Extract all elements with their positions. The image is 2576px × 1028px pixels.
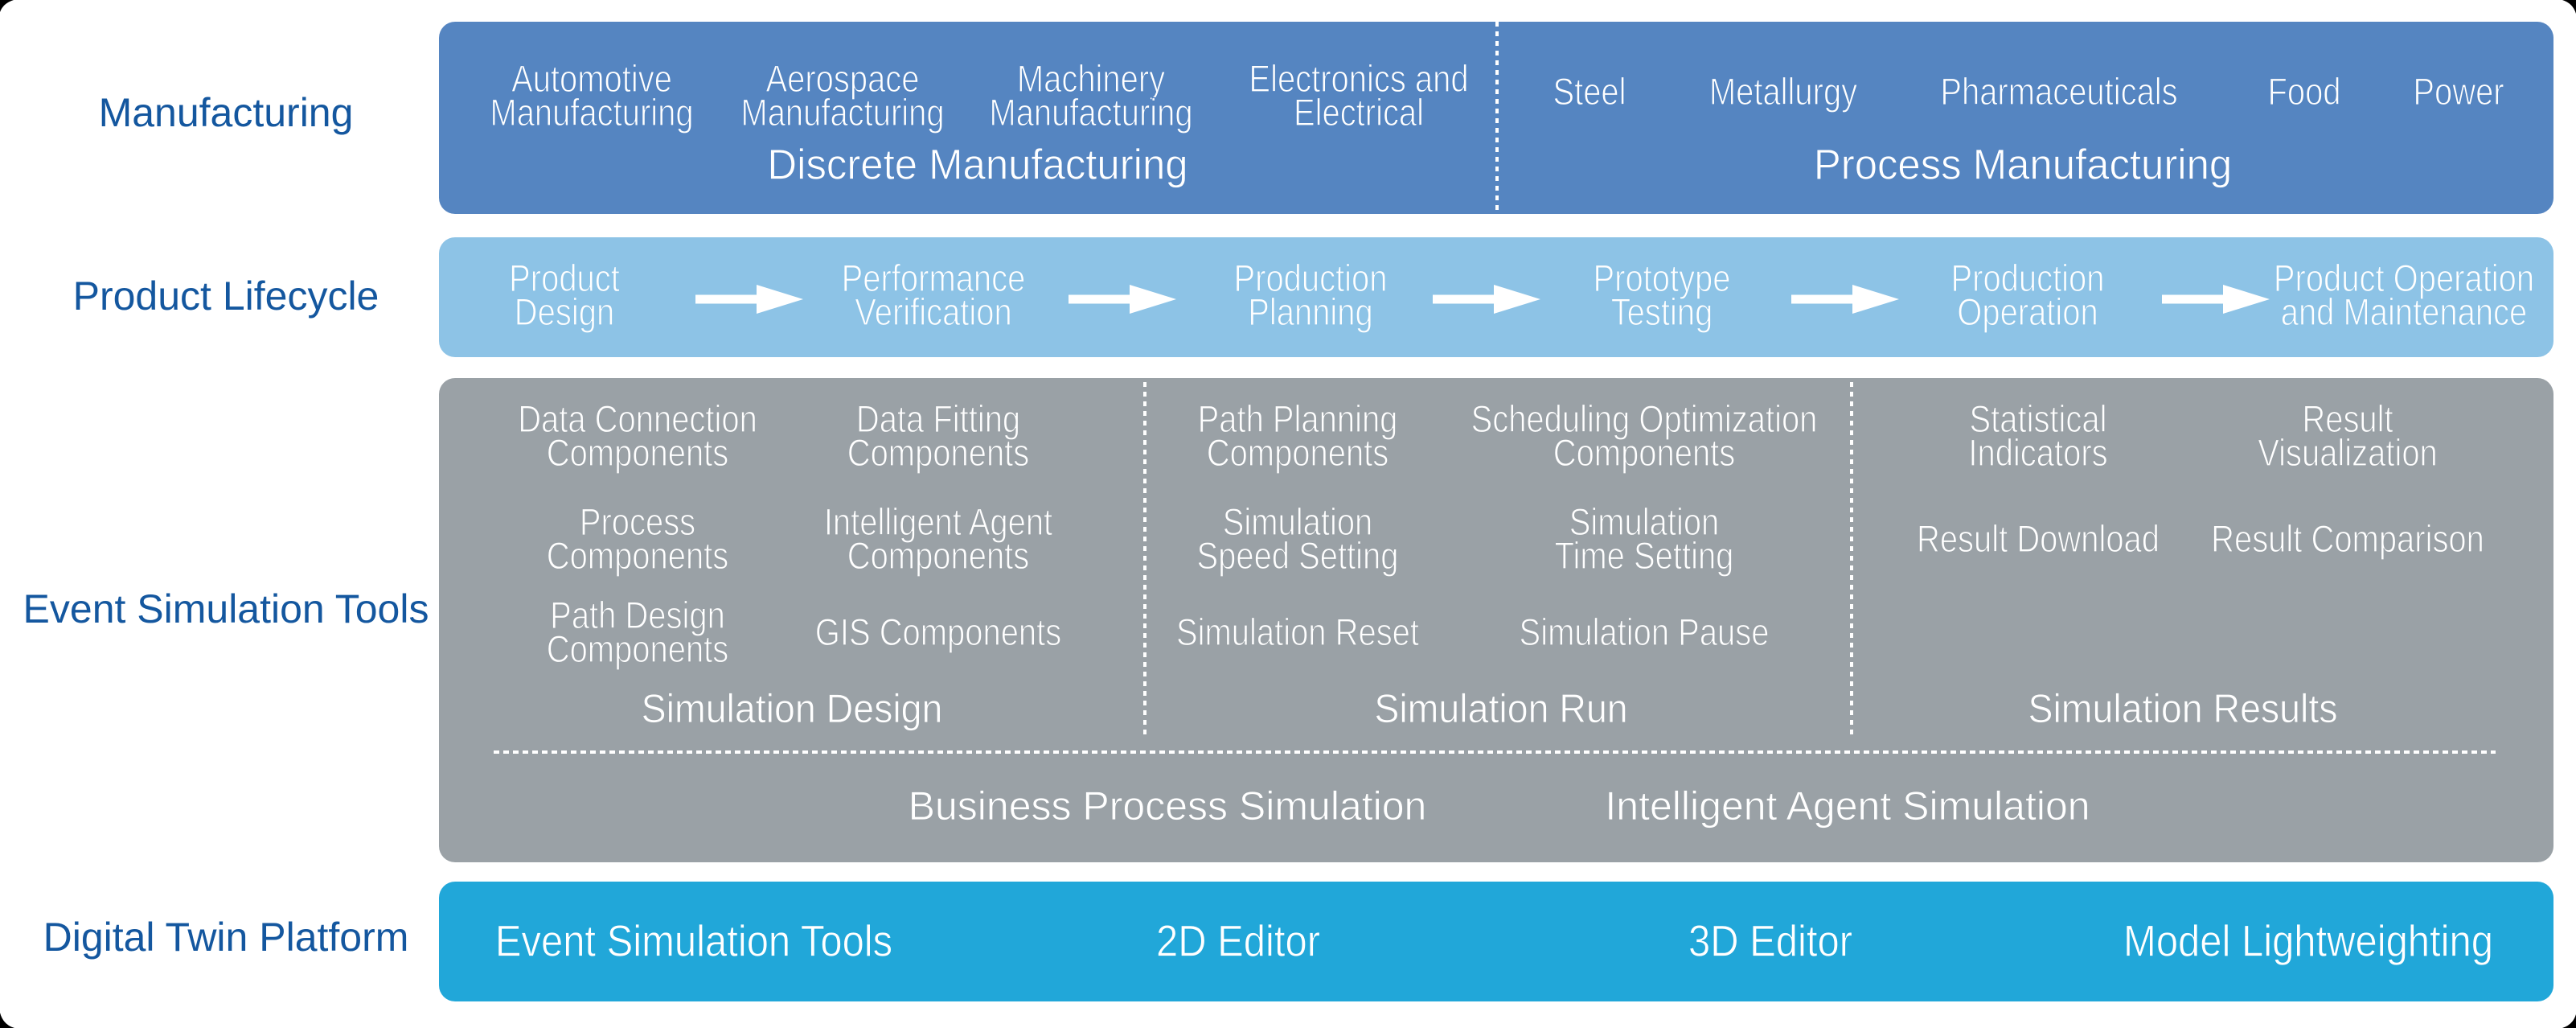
industry-food: Food [2267,70,2341,113]
simulation-lane-divider [494,750,2496,754]
digital-twin-platform-band: Event Simulation Tools 2D Editor 3D Edit… [439,882,2553,1001]
lane-intelligent-agent-simulation: Intelligent Agent Simulation [1605,783,2090,829]
corner-mark-top-right [2562,0,2576,14]
simulation-column-divider-2 [1850,382,1853,738]
row-label-product-lifecycle: Product Lifecycle [72,273,379,319]
simulation-results-title: Simulation Results [2028,686,2338,731]
tool-data-connection-components: Data Connection Components [518,397,758,474]
corner-mark-top-left [0,0,14,12]
tool-gis-components: GIS Components [814,611,1062,653]
corner-mark-bottom-right [2562,1014,2576,1028]
industry-power: Power [2413,70,2504,113]
row-label-event-simulation-tools: Event Simulation Tools [23,586,429,631]
tool-simulation-speed-setting: Simulation Speed Setting [1196,500,1399,577]
tool-simulation-reset: Simulation Reset [1175,611,1419,653]
row-label-digital-twin-platform: Digital Twin Platform [43,915,409,960]
platform-3d-editor: 3D Editor [1688,915,1853,966]
lifecycle-arrow-4 [1791,285,1899,314]
industry-metallurgy: Metallurgy [1708,70,1858,113]
lifecycle-arrow-2 [1069,285,1176,314]
industry-machinery-manufacturing: Machinery Manufacturing [989,57,1193,134]
tool-scheduling-optimization-components: Scheduling Optimization Components [1471,397,1818,474]
tool-simulation-pause: Simulation Pause [1519,611,1770,653]
industry-electronics-electrical: Electronics and Electrical [1249,57,1469,134]
platform-2d-editor: 2D Editor [1155,915,1321,966]
tool-statistical-indicators: Statistical Indicators [1968,397,2108,474]
lifecycle-arrow-1 [695,285,803,314]
tool-intelligent-agent-components: Intelligent Agent Components [823,500,1053,577]
simulation-run-title: Simulation Run [1374,686,1628,731]
industry-aerospace-manufacturing: Aerospace Manufacturing [740,57,945,134]
tool-result-visualization: Result Visualization [2258,397,2439,474]
simulation-design-title: Simulation Design [641,686,943,731]
industry-pharmaceuticals: Pharmaceuticals [1940,70,2178,113]
tool-result-comparison: Result Comparison [2211,517,2485,560]
corner-mark-bottom-left [0,1013,14,1028]
product-lifecycle-band: Product Design Performance Verification … [439,237,2553,357]
row-label-manufacturing: Manufacturing [98,90,354,135]
process-manufacturing-title: Process Manufacturing [1813,141,2233,189]
tool-data-fitting-components: Data Fitting Components [847,397,1030,474]
stage-production-operation: Production Operation [1950,257,2105,333]
stage-product-operation-maintenance: Product Operation and Maintenance [2273,257,2535,333]
stage-prototype-testing: Prototype Testing [1593,257,1731,333]
tool-result-download: Result Download [1916,517,2160,560]
discrete-manufacturing-title: Discrete Manufacturing [767,141,1188,189]
tool-path-design-components: Path Design Components [546,594,729,670]
lifecycle-arrow-5 [2162,285,2270,314]
stage-performance-verification: Performance Verification [841,257,1026,333]
tool-simulation-time-setting: Simulation Time Setting [1554,500,1734,577]
lane-business-process-simulation: Business Process Simulation [908,783,1427,829]
simulation-column-divider-1 [1143,382,1146,738]
tool-process-components: Process Components [546,500,729,577]
platform-event-simulation-tools: Event Simulation Tools [494,915,893,966]
manufacturing-band: Automotive Manufacturing Aerospace Manuf… [439,22,2553,214]
stage-product-design: Product Design [509,257,621,333]
industry-automotive-manufacturing: Automotive Manufacturing [490,57,694,134]
stage-production-planning: Production Planning [1233,257,1388,333]
lifecycle-arrow-3 [1433,285,1540,314]
platform-model-lightweighting: Model Lightweighting [2123,915,2494,966]
event-simulation-tools-band: Data Connection Components Data Fitting … [439,378,2553,862]
industry-steel: Steel [1553,70,1626,113]
manufacturing-divider-dashed-line [1495,22,1499,214]
tool-path-planning-components: Path Planning Components [1197,397,1398,474]
